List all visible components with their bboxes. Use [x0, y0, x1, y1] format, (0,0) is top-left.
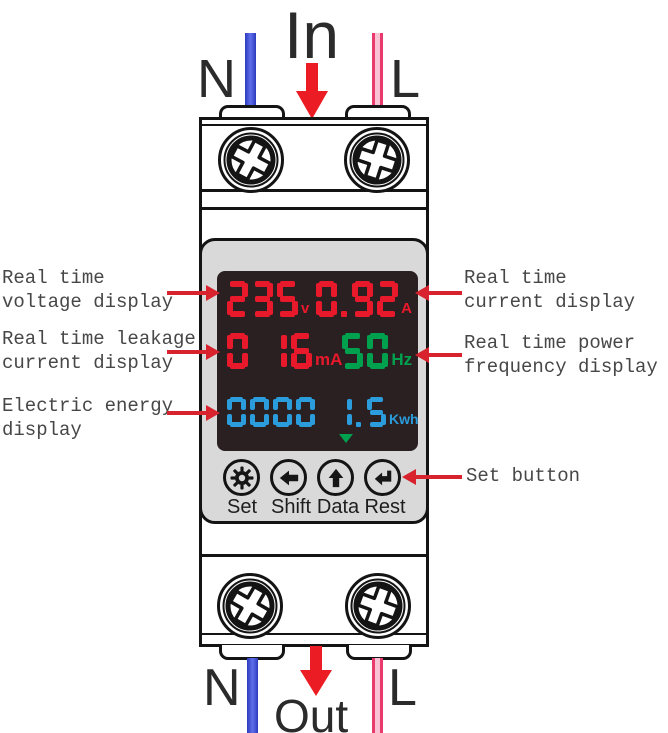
body-seam-line — [202, 554, 426, 557]
energy-unit: Kwh — [389, 411, 419, 427]
arrow-to-energy-row — [167, 405, 220, 421]
arrow-to-frequency-row — [415, 347, 462, 363]
arrow-to-current-row — [415, 285, 462, 301]
current-value — [316, 281, 399, 317]
energy-value — [227, 397, 386, 427]
data-button[interactable] — [317, 459, 354, 496]
annotation-energy-display: Electric energy display — [2, 394, 173, 442]
line-label-bottom: L — [388, 659, 417, 717]
voltage-unit: v — [301, 300, 310, 317]
body-seam-line — [202, 207, 426, 210]
arrow-head — [296, 91, 328, 119]
annotation-line: display — [2, 419, 82, 441]
arrow-stem — [310, 646, 322, 670]
gear-icon — [230, 466, 253, 489]
terminal-screw — [345, 573, 411, 639]
annotation-line: Real time power — [464, 332, 636, 354]
annotation-line: current display — [464, 291, 636, 313]
annotation-line: Real time leakage — [2, 328, 196, 350]
voltage-readout: v — [227, 281, 309, 317]
annotation-line: Set button — [466, 465, 581, 487]
shift-button[interactable] — [270, 459, 307, 496]
wifi-signal-icon — [339, 434, 353, 443]
body-seam-line — [202, 633, 426, 635]
rest-button[interactable] — [364, 459, 401, 496]
up-arrow-icon — [328, 468, 343, 487]
annotation-frequency-display: Real time power frequency display — [464, 331, 658, 379]
neutral-wire-top — [245, 33, 256, 112]
display-row-voltage-current: v A — [227, 281, 412, 317]
neutral-label-bottom: N — [203, 659, 241, 717]
lcd-display: v A mA Hz Kwh — [217, 271, 419, 451]
arrow-to-set-button — [402, 469, 462, 485]
in-label: In — [284, 0, 340, 72]
live-wire-top — [372, 33, 383, 112]
button-row — [223, 459, 401, 496]
shift-button-label: Shift — [270, 496, 312, 518]
left-arrow-icon — [279, 470, 298, 485]
leakage-current-value — [227, 333, 312, 369]
annotation-line: Real time — [2, 267, 105, 289]
energy-readout: Kwh — [227, 397, 419, 427]
current-unit: A — [401, 300, 412, 317]
terminal-bump — [219, 105, 285, 120]
set-button-label: Set — [226, 496, 258, 518]
terminal-screw — [344, 127, 410, 193]
out-label: Out — [274, 690, 349, 733]
input-flow-arrow — [296, 63, 328, 119]
neutral-wire-bottom — [247, 658, 258, 733]
display-row-energy: Kwh — [227, 397, 419, 427]
annotation-voltage-display: Real time voltage display — [2, 266, 173, 314]
annotation-line: Real time — [464, 267, 567, 289]
set-button[interactable] — [223, 459, 260, 496]
arrow-head — [300, 670, 332, 696]
annotation-line: current display — [2, 352, 174, 374]
enter-icon — [374, 470, 391, 485]
annotation-line: frequency display — [464, 356, 658, 378]
line-label-top: L — [390, 49, 421, 109]
body-seam-line — [202, 124, 426, 126]
current-readout: A — [316, 281, 412, 317]
terminal-screw — [217, 573, 283, 639]
arrow-stem — [306, 63, 318, 91]
leakage-current-unit: mA — [315, 350, 343, 369]
rest-button-label: Rest — [364, 496, 406, 518]
live-wire-bottom — [372, 658, 383, 733]
arrow-to-voltage-row — [167, 285, 220, 301]
frequency-unit: Hz — [391, 350, 413, 369]
annotation-line: voltage display — [2, 291, 174, 313]
display-row-leakage-frequency: mA Hz — [227, 333, 412, 369]
terminal-bump — [345, 105, 411, 120]
frequency-value — [342, 333, 389, 369]
body-seam-line — [202, 189, 426, 192]
annotation-current-display: Real time current display — [464, 266, 635, 314]
terminal-screw — [218, 127, 284, 193]
data-button-label: Data — [316, 496, 360, 518]
output-flow-arrow — [300, 646, 332, 696]
voltage-value — [227, 281, 298, 317]
leakage-current-readout: mA — [227, 333, 342, 369]
annotation-set-button: Set button — [466, 464, 580, 488]
arrow-to-leakage-row — [167, 344, 220, 360]
frequency-readout: Hz — [342, 333, 412, 369]
annotation-line: Electric energy — [2, 395, 174, 417]
neutral-label-top: N — [197, 49, 236, 109]
annotation-leakage-display: Real time leakage current display — [2, 327, 196, 375]
